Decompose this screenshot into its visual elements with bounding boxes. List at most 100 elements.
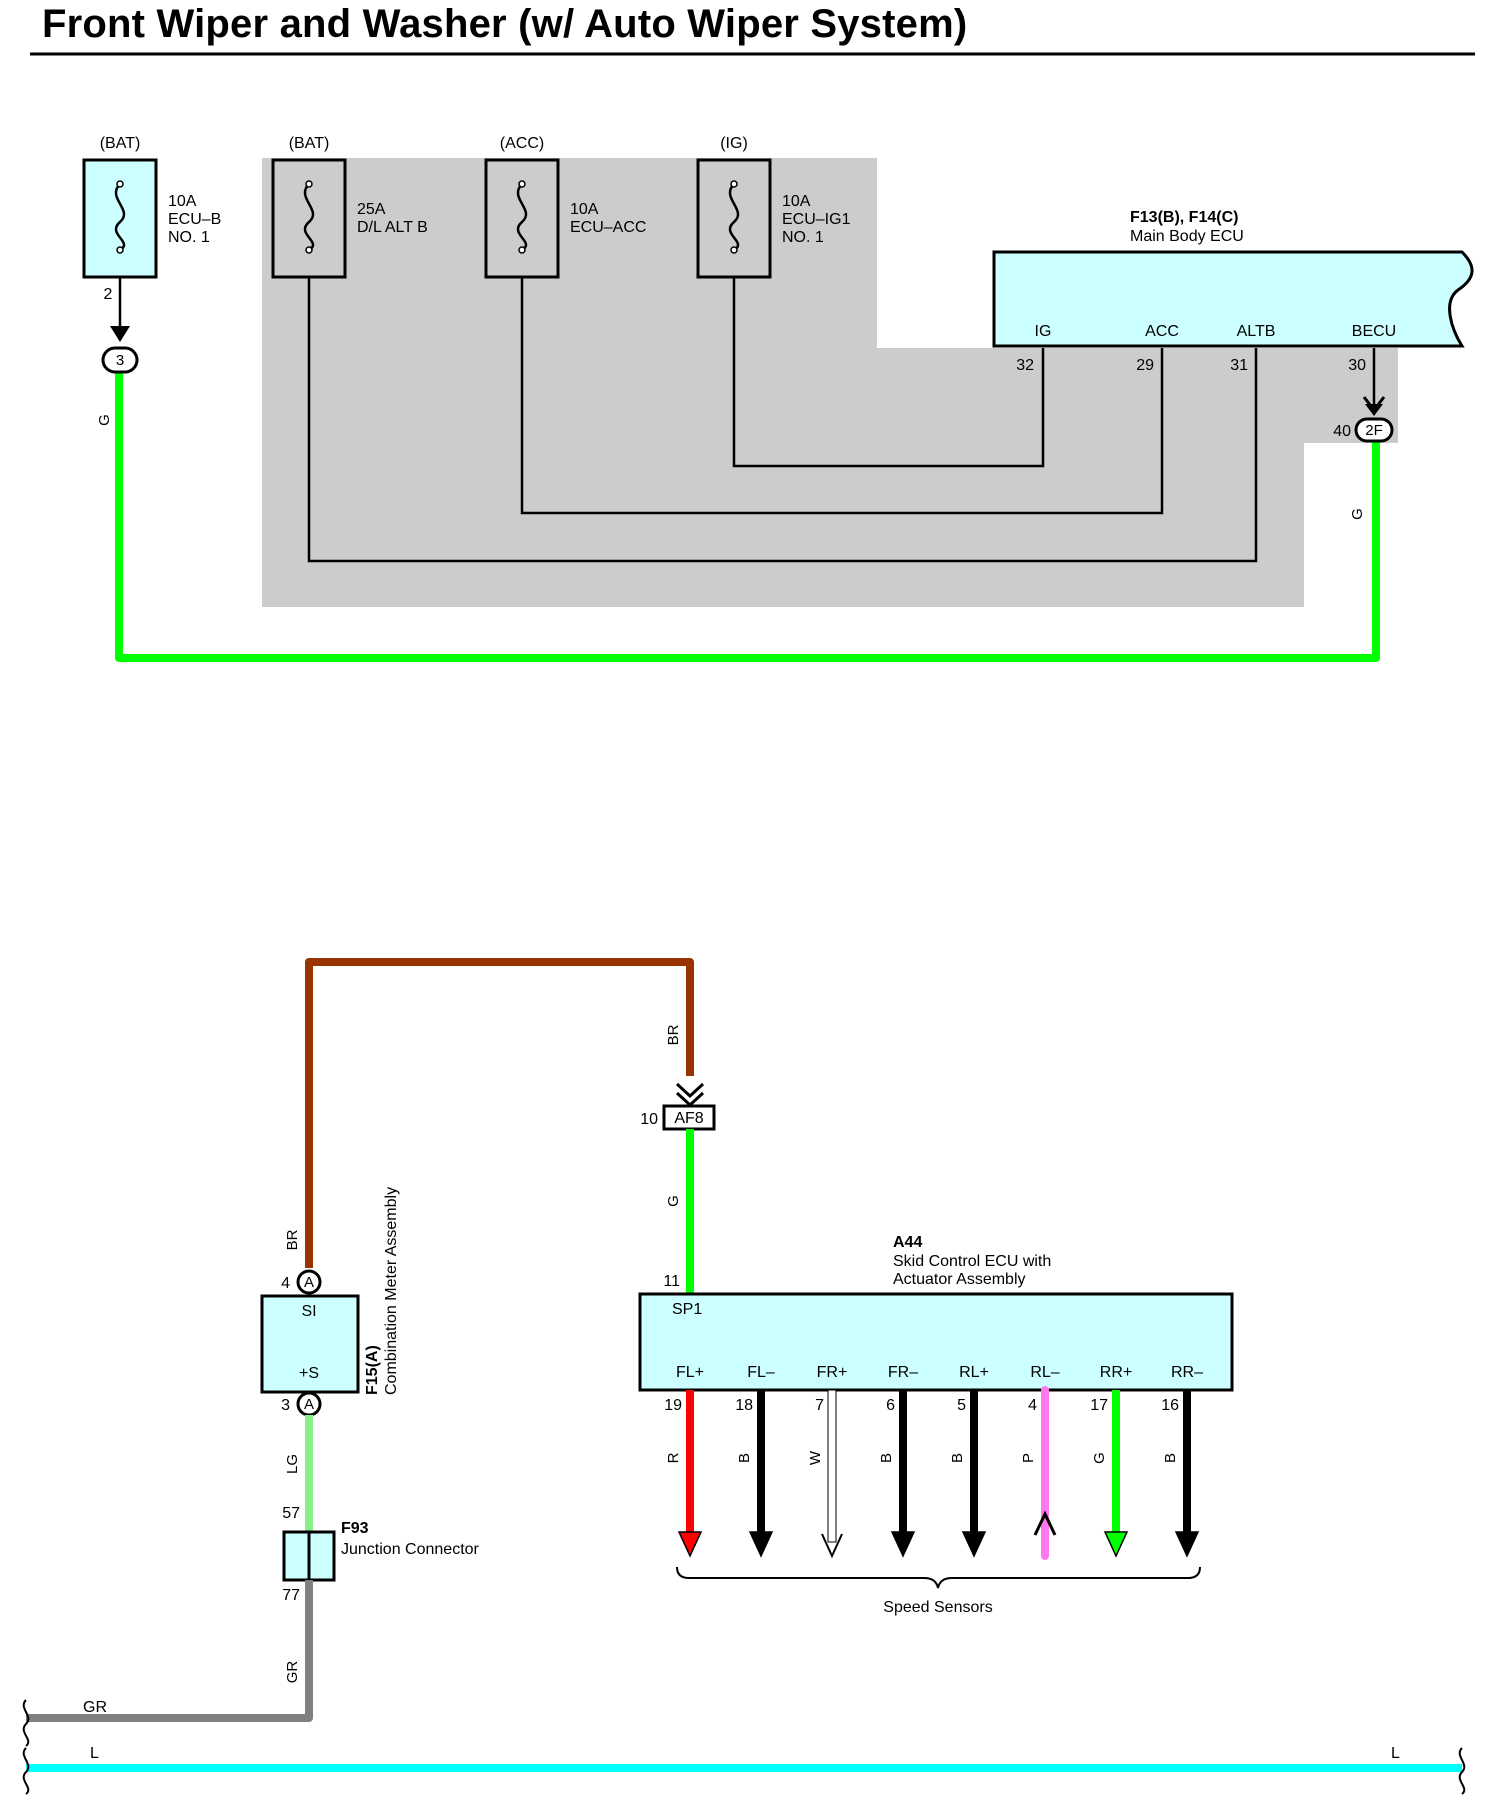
- connector-2f: [1354, 417, 1394, 443]
- sensor-wire-label-fl-minus: B: [736, 1453, 753, 1463]
- meter-conn-letter-top: A: [304, 1274, 314, 1291]
- connector-af8-label: AF8: [674, 1110, 703, 1127]
- meter-pin-a-top: [296, 1269, 322, 1295]
- sensor-label-rr-plus: RR+: [1100, 1364, 1132, 1381]
- sensor-wires: FL+19RFL–18BFR+7WFR–6BRL+5BRL–4PRR+17GRR…: [664, 1364, 1203, 1560]
- af8-arrow-1: [675, 1082, 705, 1099]
- sensor-label-fr-minus: FR–: [888, 1364, 918, 1381]
- fuse3-source: (ACC): [500, 135, 544, 152]
- fuse-ecu-b: [82, 158, 158, 279]
- arrow-to-3: [110, 326, 130, 342]
- arrow-to-2f-head: [1365, 404, 1383, 416]
- fuse-ecu-ig1: [696, 158, 772, 279]
- break-mark-l-left: [22, 1747, 30, 1795]
- ecu-terminal-becu: BECU: [1352, 323, 1396, 340]
- meter-pin-top: 4: [281, 1275, 290, 1292]
- wire-label-gr-horizontal: GR: [83, 1699, 107, 1716]
- fuse4-rating: 10A: [782, 193, 811, 210]
- wire-label-g3: G: [665, 1195, 682, 1207]
- sensor-label-fr-plus: FR+: [817, 1364, 848, 1381]
- meter-conn-letter-bottom: A: [304, 1396, 314, 1413]
- fuse4-name1: ECU–IG1: [782, 211, 851, 228]
- wire-label-g1: G: [96, 414, 113, 426]
- sensor-pin-rl-minus: 4: [1028, 1397, 1037, 1414]
- ecu-pin-acc: 29: [1136, 357, 1154, 374]
- skid-ecu-box: [638, 1292, 1234, 1392]
- page-title: Front Wiper and Washer (w/ Auto Wiper Sy…: [42, 2, 968, 46]
- wire-label-l-left: L: [90, 1745, 99, 1762]
- sensor-pin-fr-plus: 7: [815, 1397, 824, 1414]
- ecu-terminal-altb: ALTB: [1237, 323, 1276, 340]
- ecu-terminal-acc: ACC: [1145, 323, 1179, 340]
- sensor-pin-fl-plus: 19: [664, 1397, 682, 1414]
- sensor-wire-fr-plus: [827, 1389, 837, 1543]
- sensor-label-fl-minus: FL–: [747, 1364, 775, 1381]
- wire-altb: [307, 277, 1258, 563]
- sensor-pin-rr-plus: 17: [1090, 1397, 1108, 1414]
- ecu-pin-ig: 32: [1016, 357, 1034, 374]
- wire-label-br1: BR: [284, 1229, 301, 1250]
- meter-terminal-s: +S: [299, 1365, 319, 1382]
- skid-ecu-sp1-pin: 11: [663, 1273, 680, 1290]
- fuse-dl-alt-b: [271, 158, 347, 279]
- skid-ecu-name-line1: Skid Control ECU with: [893, 1253, 1051, 1270]
- wire-ig: [732, 277, 1045, 468]
- combination-meter-box: [260, 1294, 360, 1394]
- sensor-arrow-fr-plus: [821, 1533, 843, 1559]
- wire-label-l-right: L: [1391, 1745, 1400, 1762]
- wire-gr: [26, 1580, 313, 1722]
- fuse1-rating: 10A: [168, 193, 197, 210]
- wire-label-br2: BR: [665, 1024, 682, 1045]
- fuse1-name2: NO. 1: [168, 229, 210, 246]
- fuse2-name1: D/L ALT B: [357, 219, 428, 236]
- skid-ecu-sp1: SP1: [672, 1301, 702, 1318]
- ecu-pin-becu: 30: [1348, 357, 1366, 374]
- connector-af8-pin: 10: [640, 1111, 658, 1128]
- fuse1-pin: 2: [104, 286, 113, 303]
- ecu-pin-altb: 31: [1230, 357, 1248, 374]
- wire-label-lg: LG: [284, 1454, 301, 1474]
- sensor-arrow-fl-plus: [677, 1531, 703, 1558]
- sensor-wire-label-fl-plus: R: [665, 1452, 682, 1463]
- sensor-arrow-rr-minus: [1174, 1531, 1200, 1558]
- fuse2-rating: 25A: [357, 201, 386, 218]
- wire-acc: [520, 277, 1164, 515]
- sensor-wire-label-rr-minus: B: [1162, 1453, 1179, 1463]
- f93-name: Junction Connector: [341, 1541, 480, 1558]
- main-body-ecu-name: Main Body ECU: [1130, 228, 1244, 245]
- connector-3-label: 3: [116, 352, 124, 369]
- skid-ecu-name-line2: Actuator Assembly: [893, 1271, 1026, 1288]
- sensor-pin-fl-minus: 18: [735, 1397, 753, 1414]
- sensor-wire-label-rr-plus: G: [1091, 1452, 1108, 1464]
- sensor-wire-label-rl-minus: P: [1020, 1453, 1037, 1463]
- sensor-arrow-rr-plus: [1103, 1531, 1129, 1558]
- meter-code: F15(A): [364, 1345, 381, 1395]
- sensor-arrow-rl-minus: [1033, 1510, 1057, 1536]
- wire-br: [305, 958, 694, 1268]
- meter-terminal-si: SI: [301, 1303, 316, 1320]
- fuse3-rating: 10A: [570, 201, 599, 218]
- f93-pin-in: 57: [282, 1505, 300, 1522]
- fuse4-source: (IG): [720, 135, 748, 152]
- fuse-ecu-acc: [484, 158, 560, 279]
- wire-label-g2: G: [1349, 508, 1366, 520]
- sensor-label-rl-minus: RL–: [1030, 1364, 1059, 1381]
- fuse3-name1: ECU–ACC: [570, 219, 646, 236]
- fuse1-name1: ECU–B: [168, 211, 221, 228]
- sensor-pin-fr-minus: 6: [886, 1397, 895, 1414]
- fuse4-name2: NO. 1: [782, 229, 824, 246]
- sensor-label-rl-plus: RL+: [959, 1364, 989, 1381]
- sensor-wire-label-rl-plus: B: [949, 1453, 966, 1463]
- meter-name: Combination Meter Assembly: [383, 1187, 400, 1395]
- f93-pin-out: 77: [282, 1587, 300, 1604]
- skid-ecu-code: A44: [893, 1234, 922, 1251]
- sensor-label-rr-minus: RR–: [1171, 1364, 1203, 1381]
- f93-code: F93: [341, 1520, 369, 1537]
- main-body-ecu-box: [992, 250, 1474, 348]
- sensor-pin-rr-minus: 16: [1161, 1397, 1179, 1414]
- ecu-terminal-ig: IG: [1035, 323, 1052, 340]
- break-mark-gr: [22, 1699, 30, 1747]
- fuse2-source: (BAT): [289, 135, 330, 152]
- connector-2f-pin: 40: [1333, 423, 1351, 440]
